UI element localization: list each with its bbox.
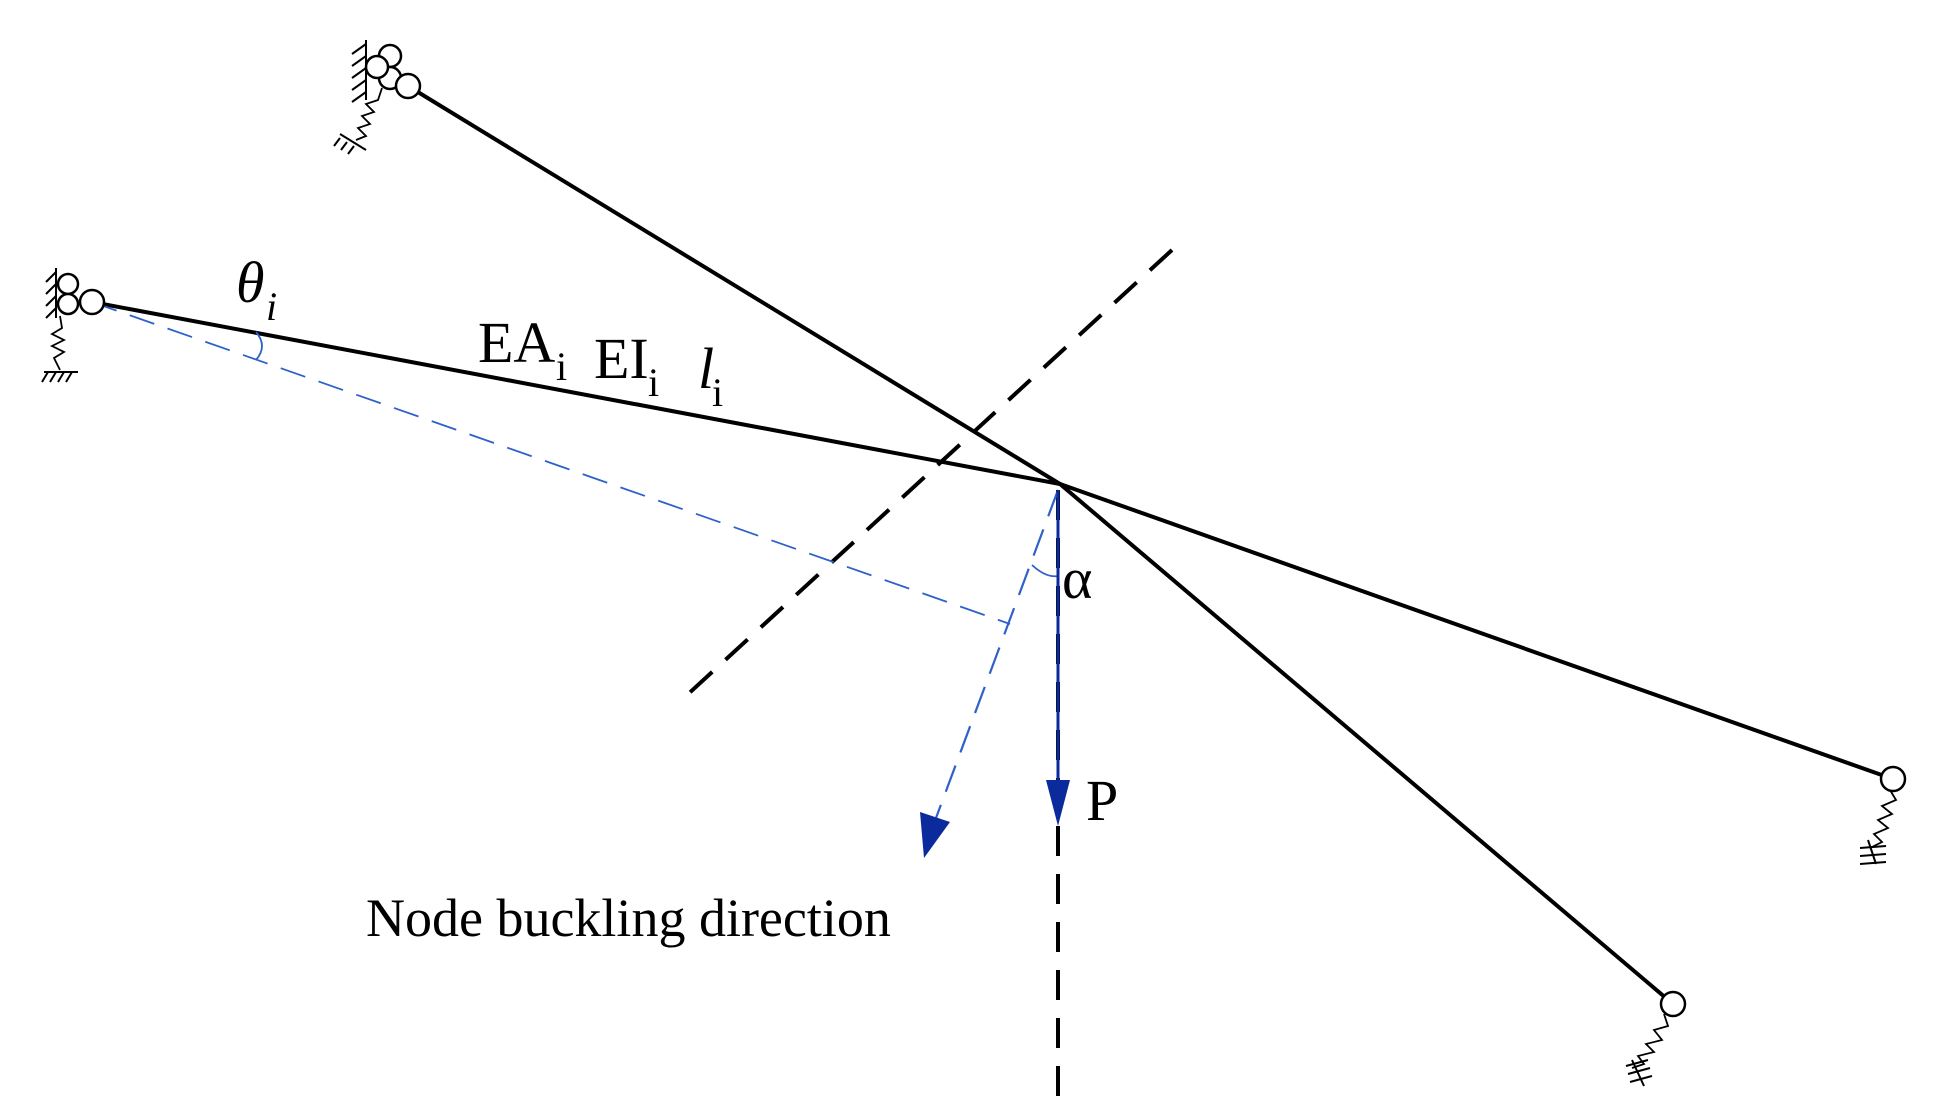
buckling-direction-label: Node buckling direction [366, 888, 891, 948]
ei-subscript: i [648, 360, 659, 405]
ground-hatch-icon [339, 133, 367, 151]
load-label: P [1086, 768, 1118, 833]
roller-icon [364, 54, 390, 80]
buckling-arrowhead-icon [920, 812, 950, 858]
right-support [1859, 765, 1907, 865]
theta-label: θ [236, 250, 265, 315]
reference-axes [684, 248, 1174, 1096]
members [90, 84, 1895, 1006]
ea-subscript: i [556, 344, 567, 389]
labels: θ i EA i EI i l i α P Node buckling dire… [236, 250, 1118, 948]
spring-support-icon [355, 87, 383, 141]
load-arrow [1046, 490, 1070, 826]
ea-label: EA [478, 310, 555, 375]
left-support [41, 268, 106, 383]
top-support [333, 40, 422, 155]
theta-subscript: i [266, 284, 277, 329]
pin-support-icon [1879, 765, 1907, 793]
buckling-direction-line [934, 489, 1060, 819]
member-upper [406, 84, 1062, 486]
roller-icon [56, 292, 80, 316]
member-lower-right [1058, 482, 1675, 1006]
spring-support-icon [1869, 789, 1898, 849]
member-right [1058, 482, 1895, 781]
roller-icon [56, 272, 80, 296]
load-arrowhead-icon [1046, 780, 1070, 826]
spring-support-icon [49, 315, 67, 371]
alpha-label: α [1062, 546, 1092, 611]
ei-label: EI [594, 326, 649, 391]
theta-angle-arc [255, 331, 263, 361]
member-left-i [90, 300, 1062, 486]
inclined-reference-axis [684, 248, 1174, 698]
ground-hatch-icon [1867, 839, 1877, 865]
length-label: l [698, 336, 714, 401]
pin-support-icon [78, 288, 106, 316]
pin-support-icon [394, 72, 422, 100]
buckling-construction [91, 301, 1060, 858]
spring-support-icon [1631, 1013, 1670, 1069]
length-subscript: i [712, 370, 723, 415]
lower-right-support [1625, 990, 1687, 1087]
alpha-angle-arc [1031, 564, 1059, 578]
projection-line [91, 301, 1011, 625]
pin-support-icon [1659, 990, 1687, 1018]
